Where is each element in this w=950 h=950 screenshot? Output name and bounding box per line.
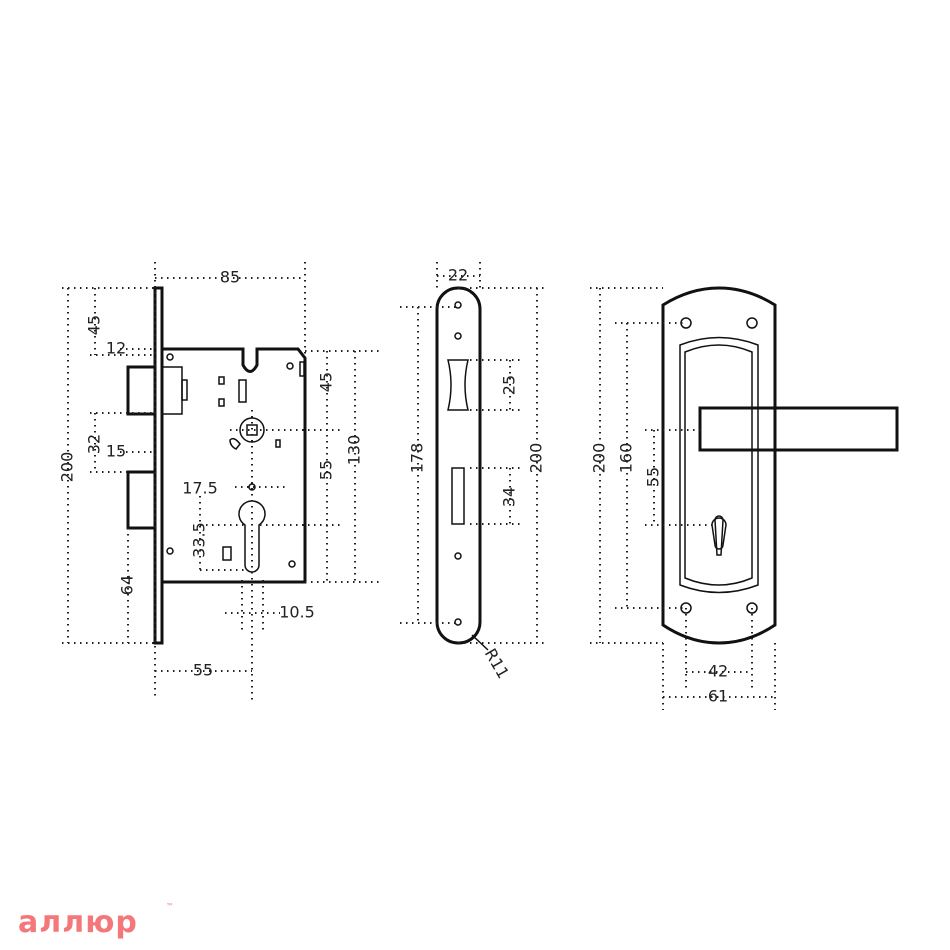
dim-10-5: 10.5 — [279, 603, 315, 622]
escutcheon-inner — [679, 336, 759, 594]
dim-160: 160 — [617, 443, 636, 474]
latch-bolt — [126, 365, 157, 416]
dim-178: 178 — [408, 443, 427, 474]
dim-32: 32 — [85, 434, 104, 454]
dim-55-bottom: 55 — [193, 661, 213, 680]
dim-25: 25 — [500, 375, 519, 395]
dim-55-handle: 55 — [644, 467, 663, 487]
faceplate — [153, 286, 164, 645]
dim-64: 64 — [118, 575, 137, 595]
brand-logo: аллюр — [18, 905, 138, 940]
spindle-hole — [239, 417, 265, 443]
keyhole — [711, 517, 727, 550]
dim-r11: R11 — [481, 645, 513, 682]
dim-55-right: 55 — [317, 460, 336, 480]
cylinder-cutout — [238, 500, 266, 573]
handle-plate: 200 160 55 42 61 — [590, 286, 899, 710]
dim-200-handle: 200 — [590, 443, 609, 474]
dim-130: 130 — [345, 435, 364, 466]
dim-45-right: 45 — [317, 372, 336, 392]
dim-42: 42 — [708, 662, 728, 681]
dim-33-5: 33.5 — [190, 522, 209, 558]
dim-200-left: 200 — [58, 452, 77, 483]
dim-22: 22 — [448, 266, 468, 285]
dim-17-5: 17.5 — [182, 479, 218, 498]
lock-case — [162, 347, 307, 584]
bolt-opening — [451, 467, 465, 525]
trademark-symbol: ™ — [166, 902, 174, 911]
strike-plate: 22 178 25 200 34 R11 — [400, 262, 546, 682]
dead-bolt — [126, 470, 157, 530]
latch-opening — [447, 359, 469, 411]
dim-200-strike: 200 — [527, 443, 546, 474]
dim-15: 15 — [106, 442, 126, 461]
lever-handle — [698, 406, 899, 452]
dim-12: 12 — [106, 339, 126, 358]
dim-34: 34 — [500, 487, 519, 507]
escutcheon-outline — [661, 286, 777, 645]
dim-45-left: 45 — [85, 315, 104, 335]
mortise-lock: 85 45 12 32 15 200 64 17.5 33.5 10.5 55 … — [58, 262, 380, 700]
dim-61: 61 — [708, 687, 728, 706]
dim-85: 85 — [220, 268, 240, 287]
strike-plate-outline — [435, 286, 482, 645]
latch-housing — [161, 366, 183, 415]
